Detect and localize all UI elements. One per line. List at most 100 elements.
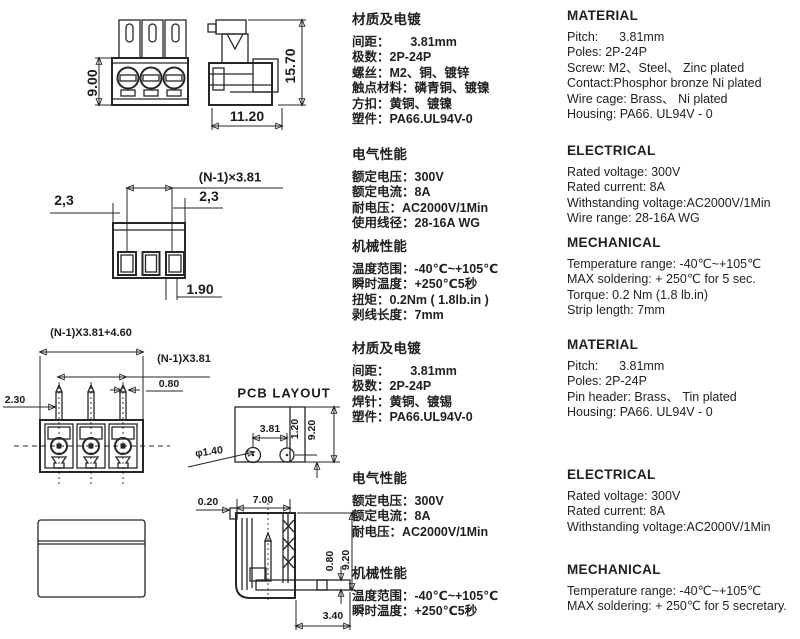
spec-line: Pin header: Brass、 Tin plated [567, 389, 737, 404]
spec-line: Strip length: 7mm [567, 303, 665, 318]
section-heading: ELECTRICAL [567, 143, 656, 158]
dimension-label: (N-1)×3.81 [198, 169, 262, 185]
spec-line: 方扣：黄铜、镀镍 [352, 96, 453, 111]
spec-line: MAX soldering: + 250℃ for 5 secretary. [567, 599, 787, 614]
spec-line: 塑件：PA66.UL94V-0 [352, 112, 473, 127]
technical-drawing-canvas [3, 0, 356, 630]
dimension-label: 15.70 [282, 48, 298, 84]
dimension-label: 2.30 [4, 394, 26, 406]
spec-line: 耐电压：AC2000V/1Min [352, 524, 489, 539]
spec-line: 剥线长度：7mm [352, 308, 444, 323]
dimension-label: 1.20 [289, 418, 301, 440]
spec-line: Pitch: 3.81mm [567, 359, 665, 373]
spec-line: Rated voltage: 300V [567, 165, 681, 179]
section-heading: 机械性能 [352, 566, 408, 581]
spec-line: Rated voltage: 300V [567, 489, 681, 503]
section-heading: MATERIAL [567, 337, 639, 352]
spec-line: 瞬时温度：+250℃5秒 [352, 277, 478, 292]
spec-line: Poles: 2P-24P [567, 374, 647, 389]
section-heading: 机械性能 [352, 239, 408, 254]
dimension-label: 9.20 [340, 549, 352, 571]
spec-line: Withstanding voltage:AC2000V/1Min [567, 195, 771, 210]
spec-line: MAX soldering: + 250℃ for 5 sec. [567, 272, 756, 287]
spec-line: Housing: PA66. UL94V - 0 [567, 405, 713, 420]
spec-line: 使用线径：28-16A WG [352, 216, 481, 231]
dimension-label: (N-1)X3.81 [157, 353, 211, 365]
housing-side-drawing [37, 519, 146, 598]
dimension-label: 0.80 [158, 378, 180, 390]
spec-line: 耐电压：AC2000V/1Min [352, 200, 489, 215]
rear-view-drawing [50, 188, 283, 300]
side-view-drawing [207, 20, 306, 130]
dimension-label: 11.20 [229, 108, 265, 124]
spec-line: Rated current: 8A [567, 504, 665, 519]
spec-line: Torque: 0.2 Nm (1.8 lb.in) [567, 287, 709, 302]
spec-line: Screw: M2、Steel、 Zinc plated [567, 60, 745, 75]
spec-line: 极数：2P-24P [352, 379, 432, 394]
dimension-label: 2,3 [54, 192, 74, 208]
spec-line: Pitch: 3.81mm [567, 30, 665, 44]
spec-line: 扭矩：0.2Nm ( 1.8lb.in ) [352, 292, 489, 307]
spec-line: Temperature range: -40℃~+105℃ [567, 584, 762, 598]
dimension-label: PCB LAYOUT [237, 385, 331, 401]
spec-line: 螺丝：M2、铜、镀锌 [352, 65, 470, 80]
spec-line: Temperature range: -40℃~+105℃ [567, 257, 762, 271]
dimension-label: 0.20 [197, 496, 219, 508]
spec-line: 瞬时温度：+250℃5秒 [352, 604, 478, 619]
section-heading: ELECTRICAL [567, 467, 656, 482]
spec-line: Withstanding voltage:AC2000V/1Min [567, 519, 771, 534]
pcb-layout-drawing [187, 407, 340, 478]
spec-line: 额定电流：8A [352, 509, 431, 524]
spec-line: 温度范围：-40℃~+105℃ [352, 262, 499, 276]
pin-header-front-drawing [3, 352, 210, 486]
spec-line: Wire cage: Brass、 Ni plated [567, 91, 728, 106]
spec-line: 焊针：黄铜、镀锡 [352, 394, 453, 409]
spec-line: 温度范围：-40℃~+105℃ [352, 589, 499, 603]
spec-line: 触点材料：磷青铜、镀镍 [352, 81, 490, 96]
section-heading: MATERIAL [567, 8, 639, 23]
spec-line: 额定电流：8A [352, 185, 431, 200]
dimension-label: 9.20 [306, 419, 318, 441]
dimension-label: 1.90 [186, 281, 214, 297]
spec-line: 额定电压：300V [352, 494, 444, 508]
section-heading: 电气性能 [352, 471, 408, 486]
dimension-label: 7.00 [252, 494, 274, 506]
spec-line: 极数：2P-24P [352, 50, 432, 65]
dimension-label: 0.80 [324, 550, 336, 572]
section-heading: MECHANICAL [567, 235, 661, 250]
section-heading: 材质及电镀 [352, 341, 421, 356]
section-heading: 材质及电镀 [352, 12, 421, 27]
dimension-label: (N-1)X3.81+4.60 [50, 327, 132, 339]
dimension-label: 3.81 [259, 423, 281, 435]
spec-line: Contact:Phosphor bronze Ni plated [567, 76, 762, 91]
spec-line: Housing: PA66. UL94V - 0 [567, 107, 713, 122]
spec-line: 塑件：PA66.UL94V-0 [352, 410, 473, 425]
dimension-label: 3.40 [322, 610, 344, 622]
section-heading: 电气性能 [352, 147, 408, 162]
spec-line: Wire range: 28-16A WG [567, 211, 700, 226]
dimension-label: 2,3 [199, 188, 219, 204]
spec-line: 间距： 3.81mm [352, 364, 457, 378]
spec-line: 额定电压：300V [352, 170, 444, 184]
pin-header-side-drawing [196, 499, 356, 630]
dimension-label: 9.00 [84, 69, 100, 97]
front-view-drawing [95, 19, 189, 105]
spec-line: 间距： 3.81mm [352, 35, 457, 49]
section-heading: MECHANICAL [567, 562, 661, 577]
spec-line: Poles: 2P-24P [567, 45, 647, 60]
